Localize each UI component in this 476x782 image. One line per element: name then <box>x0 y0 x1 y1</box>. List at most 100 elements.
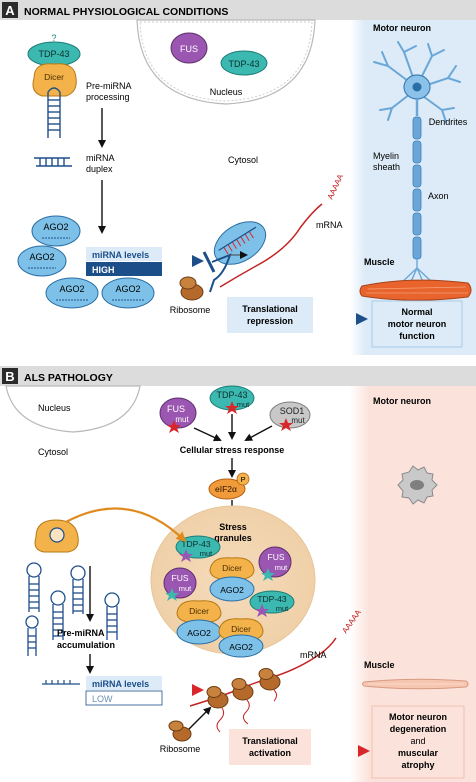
granule-fus-mut-2: FUS mut <box>163 567 197 601</box>
translational-repression-box <box>227 297 313 333</box>
translational-activation-2: activation <box>249 748 291 758</box>
muscle-label-a: Muscle <box>364 257 395 267</box>
tdp43-protein-a <box>220 50 268 76</box>
granule-dicer-label: Dicer <box>222 563 242 573</box>
panel-a: A NORMAL PHYSIOLOGICAL CONDITIONS FUS TD… <box>0 0 476 355</box>
repression-bar <box>202 251 216 273</box>
polya-tail-a: AAAAA <box>326 172 346 201</box>
tdp43-mut-label-2: mut <box>237 400 250 409</box>
mirna-level-low: LOW <box>92 694 113 704</box>
mutation-star-icon <box>167 420 181 433</box>
granule-ago2-label: AGO2 <box>187 628 211 638</box>
granule-fus-label-2: mut <box>179 584 192 593</box>
pre-mirna-accumulation-2: accumulation <box>57 640 115 650</box>
ago2-mrna-complex <box>213 221 267 265</box>
granule-dicer-ago2-2: Dicer AGO2 <box>176 600 222 645</box>
dicer-protein-a <box>32 63 77 97</box>
normal-function-box <box>371 300 463 348</box>
eif2a-label: eIF2α <box>215 484 237 494</box>
repression-bar-line <box>209 253 232 293</box>
fus-mut-protein: FUS mut <box>159 397 197 433</box>
arrow-ribosome-to-mrna <box>187 706 212 731</box>
degenerated-neuron-nucleus <box>410 480 424 490</box>
ago2-label: AGO2 <box>115 284 140 294</box>
mirna-levels-box-a <box>86 247 162 261</box>
dicer-label-a: Dicer <box>44 72 64 82</box>
panel-b-letter-box <box>2 368 18 384</box>
nucleus-label-b: Nucleus <box>38 403 71 413</box>
granule-tdp43-label-2: mut <box>200 549 213 558</box>
normal-function-2: motor neuron <box>388 319 447 329</box>
tdp43-question-mark: ? <box>51 33 56 43</box>
tdp43-label-a: TDP-43 <box>228 59 259 69</box>
mutation-star-icon <box>165 588 179 601</box>
sod1-mut-protein: SOD1 mut <box>269 401 311 431</box>
ribosome-small-b <box>168 720 184 732</box>
axon-label: Axon <box>428 191 449 201</box>
granule-dicer-label: Dicer <box>231 624 251 634</box>
panel-a-letter-box <box>2 2 18 18</box>
fus-mut-label-2: mut <box>175 415 189 424</box>
panel-a-title-bar <box>0 0 476 20</box>
ago2-label: AGO2 <box>59 284 84 294</box>
granule-fus-label-2: mut <box>275 563 288 572</box>
mirna-levels-box-b <box>86 676 162 690</box>
granule-fus-label-1: FUS <box>268 552 285 562</box>
granule-tdp43-mut-2: TDP-43 mut <box>249 590 295 617</box>
granule-tdp43-label-2: mut <box>276 604 289 613</box>
stress-granules-1: Stress <box>219 522 247 532</box>
mirna-level-high: HIGH <box>92 265 115 275</box>
granule-tdp43-mut-1: TDP-43 mut <box>175 535 221 562</box>
phospho-label: P <box>240 475 245 484</box>
ribosome-small-a <box>179 276 197 290</box>
nucleus-b <box>5 385 141 433</box>
granule-ago2-label: AGO2 <box>229 642 253 652</box>
outcome-4: muscular <box>398 748 439 758</box>
mirna-level-low-box <box>85 690 163 706</box>
granule-tdp43-label-1: TDP-43 <box>257 594 287 604</box>
normal-function-1: Normal <box>401 307 432 317</box>
ribosome-label-b: Ribosome <box>160 744 201 754</box>
translational-repression-1: Translational <box>242 304 298 314</box>
mutation-star-icon <box>179 549 193 562</box>
ago2-label: AGO2 <box>29 252 54 262</box>
mirna-strand-b <box>42 680 80 685</box>
muscle-a <box>359 279 472 301</box>
cytosol-label-a: Cytosol <box>228 155 258 165</box>
arrow-sod1-to-stress <box>244 425 273 441</box>
granule-dicer-ago2-1: Dicer AGO2 <box>209 557 255 602</box>
outcome-box <box>371 705 465 779</box>
mutation-star-icon <box>279 418 293 431</box>
mirna-levels-label-b: miRNA levels <box>92 679 149 689</box>
ribosome-label-a: Ribosome <box>170 305 211 315</box>
mutation-star-icon <box>261 568 275 581</box>
granule-dicer-label: Dicer <box>189 606 209 616</box>
pre-mirna-processing-2: processing <box>86 92 130 102</box>
nucleus-label-a: Nucleus <box>210 87 243 97</box>
outcome-3: and <box>410 736 425 746</box>
mrna-label-b: mRNA <box>300 650 327 660</box>
outcome-2: degeneration <box>390 724 447 734</box>
arrow-fus-to-stress <box>193 427 222 442</box>
outcome-1: Motor neuron <box>389 712 447 722</box>
eif2a-protein <box>208 478 246 500</box>
translational-repression-2: repression <box>247 316 293 326</box>
mirna-duplex-1: miRNA <box>86 153 115 163</box>
mrna-label-a: mRNA <box>316 220 343 230</box>
mirna-duplex-icon <box>34 157 72 167</box>
muscle-fibers-a <box>366 286 468 294</box>
phospho-group-icon <box>236 472 250 486</box>
arrow-dicer-to-granule <box>65 507 187 543</box>
granule-dicer-ago2-3: Dicer AGO2 <box>218 618 264 658</box>
mirna-level-high-box <box>86 262 162 276</box>
panel-a-letter: A <box>5 3 15 18</box>
translational-activation-box <box>229 729 311 765</box>
sod1-mut-label-1: SOD1 <box>280 406 305 416</box>
muscle-label-b: Muscle <box>364 660 395 670</box>
pre-mirna-processing-1: Pre-miRNA <box>86 81 132 91</box>
stress-granules-2: granules <box>214 533 252 543</box>
myelin-sheath-2: sheath <box>373 162 400 172</box>
nascent-peptides <box>216 689 277 733</box>
fus-mut-label-1: FUS <box>167 404 185 414</box>
